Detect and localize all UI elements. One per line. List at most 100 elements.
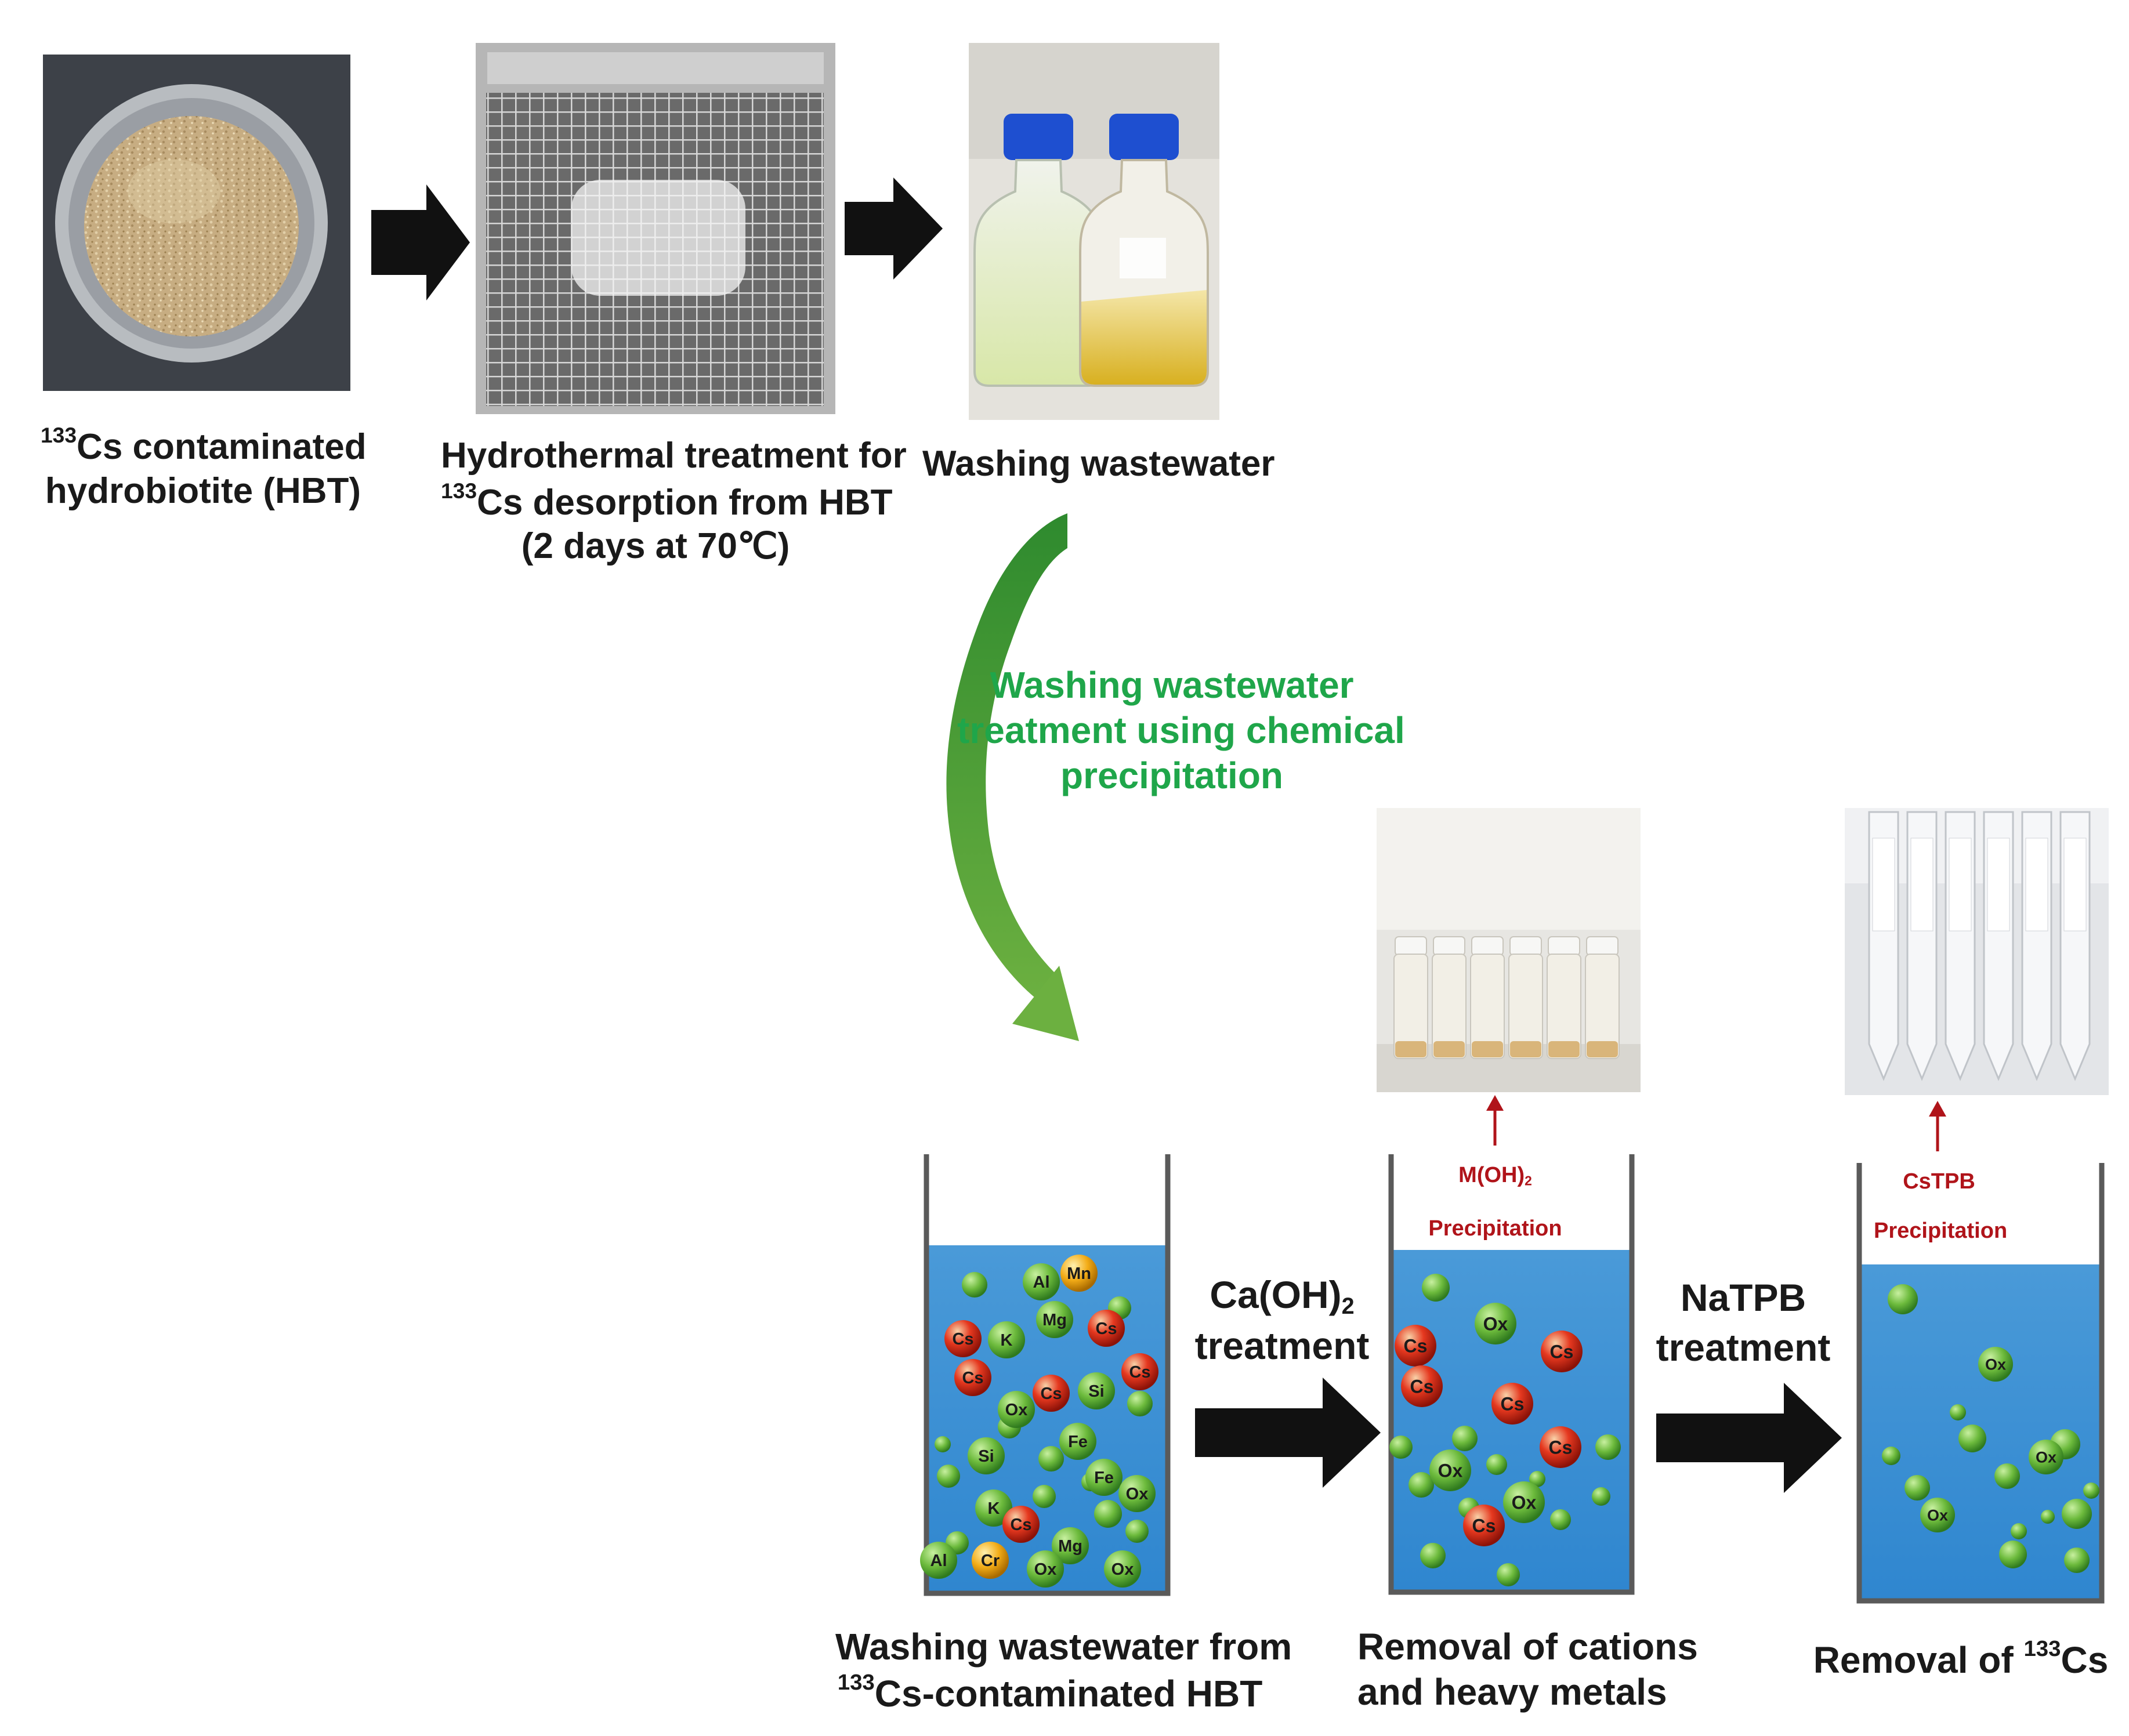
- caption-beaker1-line1: Washing wastewater from: [835, 1626, 1292, 1668]
- red-arrow-cstpb: [1929, 1101, 1946, 1151]
- ion-particle-al: [920, 1542, 957, 1579]
- vial-cap: [1509, 936, 1542, 956]
- arrow-step-2: [845, 177, 943, 280]
- ion-label: Cs: [1549, 1437, 1573, 1458]
- arrow-caoh-treatment: [1195, 1378, 1381, 1488]
- caption-washing-line: Washing wastewater: [922, 444, 1275, 484]
- ion-label: K: [1001, 1331, 1013, 1350]
- vial: [1547, 954, 1581, 1059]
- ion-particle: [1420, 1543, 1446, 1568]
- ion-particle: [962, 1272, 987, 1298]
- ion-particle: [937, 1465, 960, 1488]
- ion-particle-ox: [1104, 1550, 1141, 1588]
- ion-label: Cs: [1472, 1516, 1496, 1536]
- ion-particle-cr: [972, 1542, 1009, 1579]
- ion-label: Al: [1033, 1273, 1050, 1292]
- caption-hydrothermal-line3: (2 days at 70℃): [521, 526, 790, 567]
- ion-particle: [1038, 1446, 1064, 1472]
- ion-particle: [1888, 1284, 1918, 1314]
- natpb-treatment-word: treatment: [1656, 1325, 1831, 1369]
- ion-particle: [1950, 1404, 1966, 1420]
- isotope-superscript: 133: [41, 423, 77, 447]
- ion-label: Ox: [1927, 1507, 1948, 1524]
- vial-cap: [1433, 936, 1465, 956]
- ion-particle-mg: [1052, 1527, 1089, 1564]
- vial-cap: [1471, 936, 1504, 956]
- vial-cap: [1395, 936, 1427, 956]
- tube-label-sticker: [1987, 838, 2010, 932]
- ion-particle: [935, 1436, 951, 1452]
- red-arrow-moh: [1486, 1095, 1504, 1146]
- caoh-subscript: 2: [1341, 1293, 1355, 1319]
- ion-particle-ox: [1027, 1550, 1064, 1588]
- ion-particle: [1127, 1391, 1153, 1416]
- vial-sediment: [1395, 1041, 1426, 1057]
- ion-label: Cs: [1095, 1320, 1117, 1338]
- ion-particle-ox: [1118, 1475, 1156, 1512]
- caption-hydrothermal: Hydrothermal treatment for 133Cs desorpt…: [441, 434, 907, 568]
- ion-particle-ox: [1920, 1498, 1955, 1532]
- isotope-superscript: 133: [837, 1670, 875, 1695]
- ion-particle: [1994, 1463, 2020, 1489]
- ion-particle: [1999, 1541, 2027, 1568]
- ion-label: Cs: [1550, 1342, 1574, 1362]
- ion-label: Al: [930, 1552, 947, 1570]
- ion-label: Cs: [1501, 1394, 1525, 1415]
- ion-particle: [1592, 1487, 1610, 1506]
- vial: [1470, 954, 1505, 1059]
- tube-label-sticker: [2025, 838, 2048, 932]
- ion-particle: [1125, 1520, 1149, 1543]
- ion-label: Mn: [1067, 1264, 1091, 1283]
- ion-particle-cs: [1540, 1426, 1581, 1468]
- ion-particle: [2064, 1547, 2090, 1573]
- caption-beaker2-line2: and heavy metals: [1357, 1671, 1667, 1713]
- natpb-formula: NaTPB: [1680, 1276, 1806, 1319]
- caption-beaker-1: Washing wastewater from 133Cs-contaminat…: [835, 1624, 1292, 1716]
- photo-hydrothermal-oven: [476, 43, 835, 414]
- tube-label-sticker: [2063, 838, 2087, 932]
- caption-hydrothermal-line1: Hydrothermal treatment for: [441, 436, 907, 476]
- ion-particle: [1904, 1475, 1930, 1501]
- ion-particle-mg: [1036, 1301, 1073, 1338]
- ion-particle: [1452, 1426, 1478, 1451]
- ion-label: Ox: [1985, 1356, 2006, 1373]
- vial-sediment: [1548, 1041, 1580, 1057]
- vial: [1393, 954, 1428, 1059]
- ion-particle-mn: [1060, 1255, 1098, 1292]
- ion-particle-si: [1078, 1372, 1115, 1409]
- ion-particle-cs: [944, 1320, 982, 1357]
- vial-sediment: [1510, 1041, 1541, 1057]
- vial-sediment: [1587, 1041, 1618, 1057]
- vial: [1508, 954, 1543, 1059]
- ion-particle-fe: [1085, 1459, 1123, 1496]
- isotope-superscript: 133: [441, 478, 477, 503]
- ion-particle-cs: [1088, 1310, 1125, 1347]
- ion-particle-ox: [1429, 1449, 1471, 1491]
- moh-formula: M(OH): [1458, 1163, 1525, 1187]
- ion-particle-cs: [1491, 1383, 1533, 1425]
- ion-label: Ox: [1512, 1492, 1537, 1513]
- vial: [1585, 954, 1620, 1059]
- caption-beaker2-line1: Removal of cations: [1357, 1626, 1698, 1668]
- ion-particle: [2041, 1510, 2055, 1524]
- vial-cap: [1586, 936, 1619, 956]
- vial-row: [1393, 936, 1620, 1059]
- caption-beaker3-suffix: Cs: [2061, 1639, 2109, 1681]
- ion-particle-ox: [1475, 1303, 1516, 1344]
- caption-washing-wastewater: Washing wastewater: [922, 442, 1275, 486]
- tube-label-sticker: [1949, 838, 1972, 932]
- tube-label-sticker: [1910, 838, 1934, 932]
- ion-particle-cs: [1401, 1365, 1443, 1407]
- ion-particle: [1389, 1436, 1413, 1459]
- ion-particle: [1409, 1472, 1434, 1498]
- ion-label: Ox: [1005, 1401, 1028, 1419]
- ion-particle: [1529, 1471, 1545, 1487]
- arrow-natpb-treatment: [1656, 1383, 1842, 1493]
- ion-particle-fe: [1059, 1423, 1096, 1460]
- ion-particle: [1958, 1425, 1986, 1452]
